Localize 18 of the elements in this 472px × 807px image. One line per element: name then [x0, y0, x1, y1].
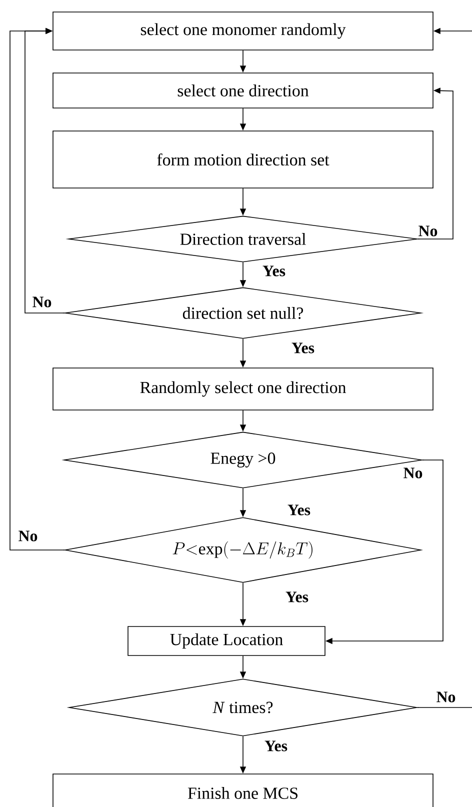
process-box: Randomly select one direction — [52, 368, 434, 410]
process-box: select one monomer randomly — [52, 12, 434, 50]
edge-label: Yes — [290, 342, 315, 354]
edge-label: No — [402, 467, 424, 479]
edge-label: Yes — [286, 504, 311, 516]
arrow — [418, 88, 454, 240]
process-box: Finish one MCS — [52, 774, 434, 807]
process-box: Update Location — [128, 626, 326, 656]
edge-label: Yes — [284, 591, 309, 603]
arrow — [10, 28, 65, 550]
process-box: select one direction — [52, 72, 434, 108]
edge-label: No — [32, 296, 52, 308]
edge-label: No — [436, 691, 456, 703]
edge-label: No — [418, 225, 438, 237]
edge-label: Yes — [264, 740, 288, 752]
edge-label: Yes — [262, 265, 286, 277]
process-box: form motion direction set — [52, 130, 434, 188]
edge-label: No — [18, 530, 38, 542]
